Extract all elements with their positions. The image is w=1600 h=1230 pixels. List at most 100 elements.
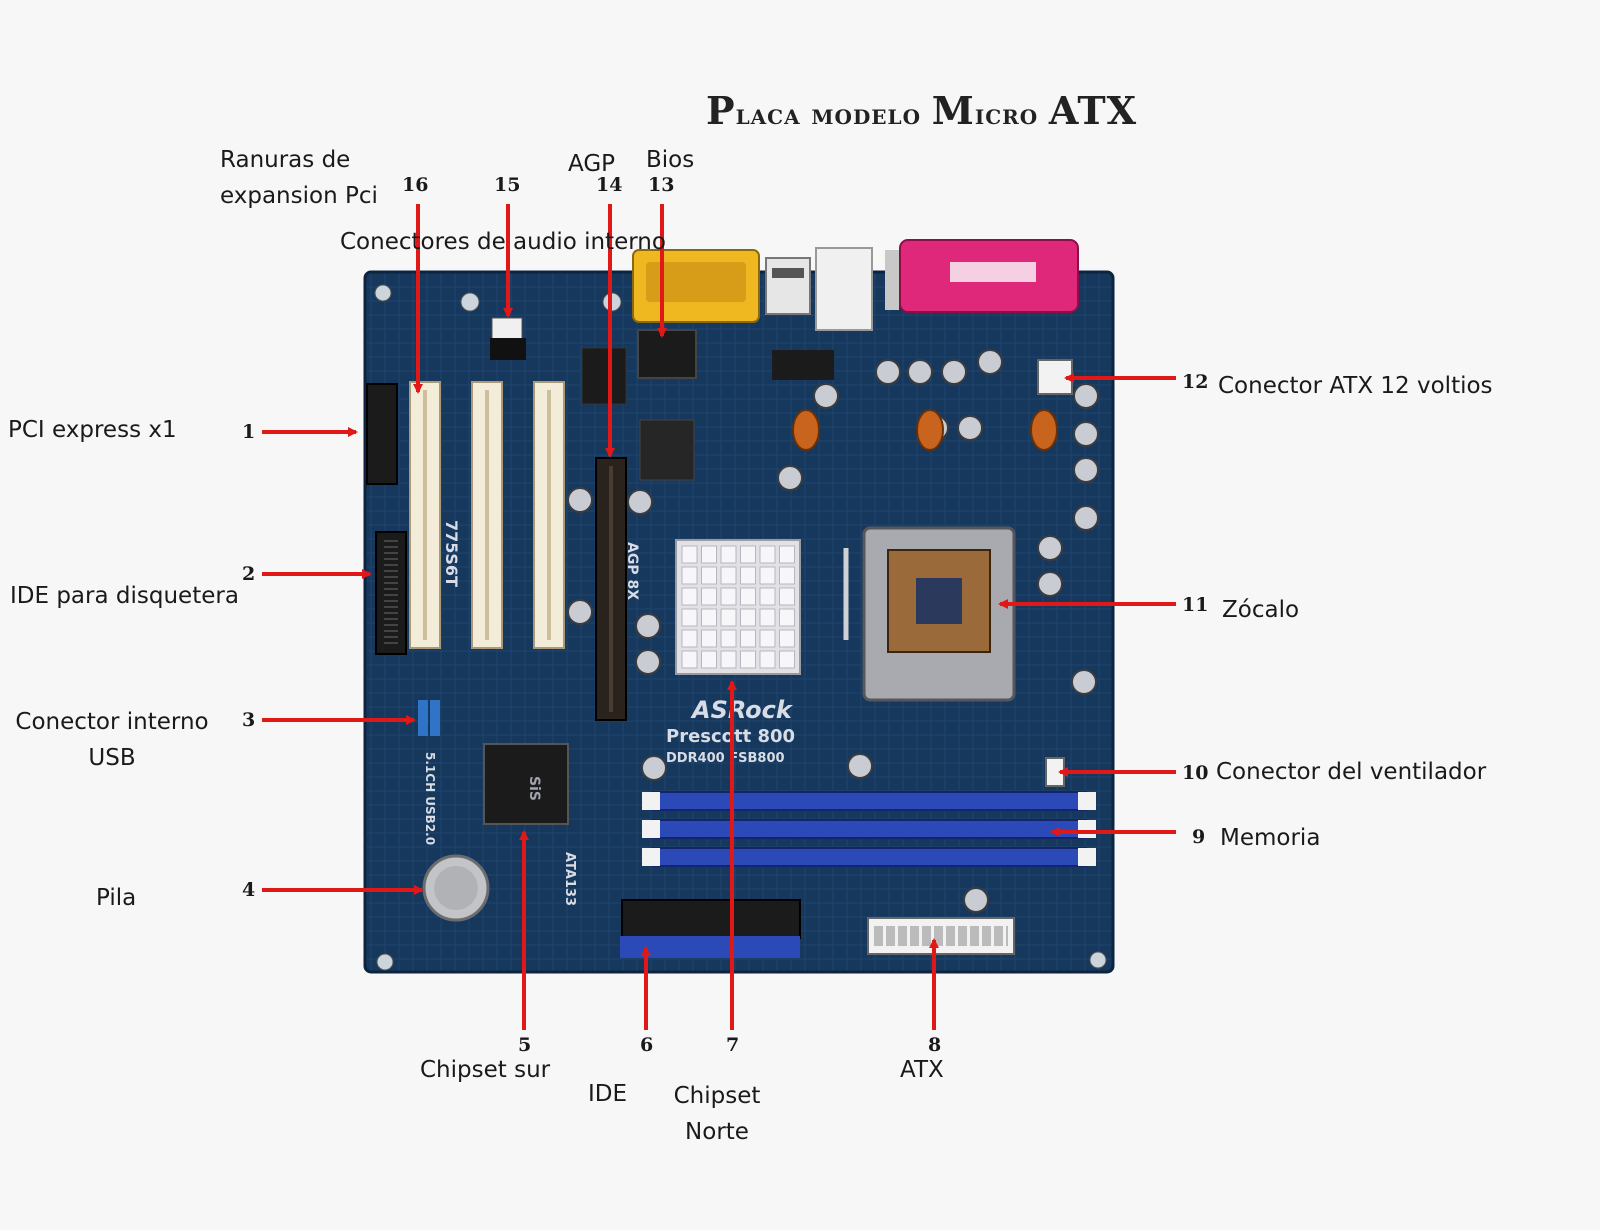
callout-number-14: 14	[596, 174, 623, 196]
heatsink-fin	[759, 629, 776, 648]
callout-number-10: 10	[1182, 762, 1209, 784]
callout-number-4: 4	[242, 879, 256, 901]
heatsink-fin	[740, 629, 756, 648]
serial-port-stub	[885, 250, 899, 310]
label-pci-express-x1: PCI express x1	[8, 417, 177, 443]
agp-marking-text: AGP 8X	[624, 542, 640, 600]
heatsink-fins	[681, 545, 795, 669]
heatsink-fin	[720, 566, 737, 585]
board-brand-text: ASRock	[690, 696, 794, 724]
label-atx: ATX	[900, 1057, 944, 1083]
heatsink-fin	[720, 629, 737, 648]
heatsink-fin	[740, 587, 756, 606]
inductor-coil	[916, 409, 944, 451]
heatsink-fin	[779, 587, 795, 606]
cmos-battery-top	[434, 866, 478, 910]
callout-number-2: 2	[242, 563, 256, 585]
callout-number-6: 6	[640, 1034, 654, 1056]
board-spec-text: DDR400 FSB800	[666, 751, 785, 766]
audio-jack-block	[815, 247, 873, 331]
ram-latch	[642, 820, 660, 838]
capacitors	[567, 349, 1099, 913]
capacitor	[907, 359, 933, 385]
parallel-port-label	[950, 262, 1036, 282]
heatsink-fin	[701, 545, 717, 564]
heatsink-fin	[759, 587, 776, 606]
label-ide: IDE	[588, 1081, 628, 1107]
chip-small	[639, 419, 695, 481]
heatsink-fin	[701, 566, 717, 585]
heatsink-fin	[681, 566, 698, 585]
callout-number-15: 15	[494, 174, 521, 196]
callout-number-5: 5	[518, 1034, 532, 1056]
heatsink-fin	[681, 545, 698, 564]
heatsink-fin	[701, 629, 717, 648]
heatsink-fin	[681, 650, 698, 669]
callout-number-11: 11	[1182, 594, 1209, 616]
ide-connector-blue	[620, 936, 800, 958]
ram-latch	[1078, 848, 1096, 866]
label-zocalo: Zócalo	[1222, 597, 1300, 623]
heatsink-fin	[759, 650, 776, 669]
heatsink-fin	[779, 608, 795, 627]
capacitor	[1071, 669, 1097, 695]
chip-small	[772, 350, 834, 380]
ram-slot-1	[651, 791, 1087, 811]
capacitor	[641, 755, 667, 781]
capacitor	[1037, 535, 1063, 561]
capacitor	[635, 649, 661, 675]
capacitor	[1037, 571, 1063, 597]
southbridge-chip	[483, 743, 569, 825]
mount-hole	[374, 284, 392, 302]
capacitor	[847, 753, 873, 779]
label-pila: Pila	[96, 885, 137, 911]
mount-hole	[460, 292, 480, 312]
heatsink-fin	[759, 608, 776, 627]
mount-hole	[1089, 951, 1107, 969]
heatsink-fin	[701, 587, 717, 606]
ram-latch	[1078, 820, 1096, 838]
usb-header	[430, 700, 440, 736]
capacitor	[977, 349, 1003, 375]
capacitor	[1073, 421, 1099, 447]
label-chipset-norte: Chipset Norte	[673, 1083, 761, 1145]
heatsink-fin	[740, 566, 756, 585]
callout-number-3: 3	[242, 709, 256, 731]
cpu-socket-center	[916, 578, 962, 624]
label-bios: Bios	[646, 147, 695, 173]
inductor-coil	[1030, 409, 1058, 451]
label-chipset-sur: Chipset sur	[420, 1057, 551, 1083]
usb-port-slot	[772, 268, 804, 278]
capacitor	[941, 359, 967, 385]
usb-header	[418, 700, 428, 736]
callout-arrows	[262, 204, 1176, 1030]
callout-number-1: 1	[242, 421, 256, 443]
callout-number-16: 16	[402, 174, 429, 196]
callout-number-8: 8	[928, 1034, 942, 1056]
capacitor	[635, 613, 661, 639]
label-ventilador: Conector del ventilador	[1216, 759, 1487, 785]
heatsink-fin	[759, 566, 776, 585]
ram-latch	[1078, 792, 1096, 810]
label-agp: AGP	[568, 151, 616, 177]
heatsink-fin	[779, 650, 795, 669]
heatsink-fin	[779, 629, 795, 648]
diagram-title: Placa modelo Micro ATX	[706, 88, 1138, 133]
heatsink-fin	[740, 545, 756, 564]
floppy-connector	[375, 531, 407, 655]
vga-port-housing	[646, 262, 746, 302]
label-atx-12v: Conector ATX 12 voltios	[1218, 373, 1493, 399]
capacitor	[963, 887, 989, 913]
ram-latch	[642, 848, 660, 866]
usb-marking-text: 5.1CH USB2.0	[423, 752, 437, 845]
heatsink-fin	[681, 587, 698, 606]
capacitor	[1073, 383, 1099, 409]
heatsink-fin	[759, 545, 776, 564]
ide-marking-text: ATA133	[562, 852, 577, 906]
label-conector-usb: Conector interno USB	[15, 709, 209, 771]
capacitor	[957, 415, 983, 441]
capacitor	[1073, 505, 1099, 531]
usb-port	[765, 257, 811, 315]
callout-number-12: 12	[1182, 371, 1209, 393]
